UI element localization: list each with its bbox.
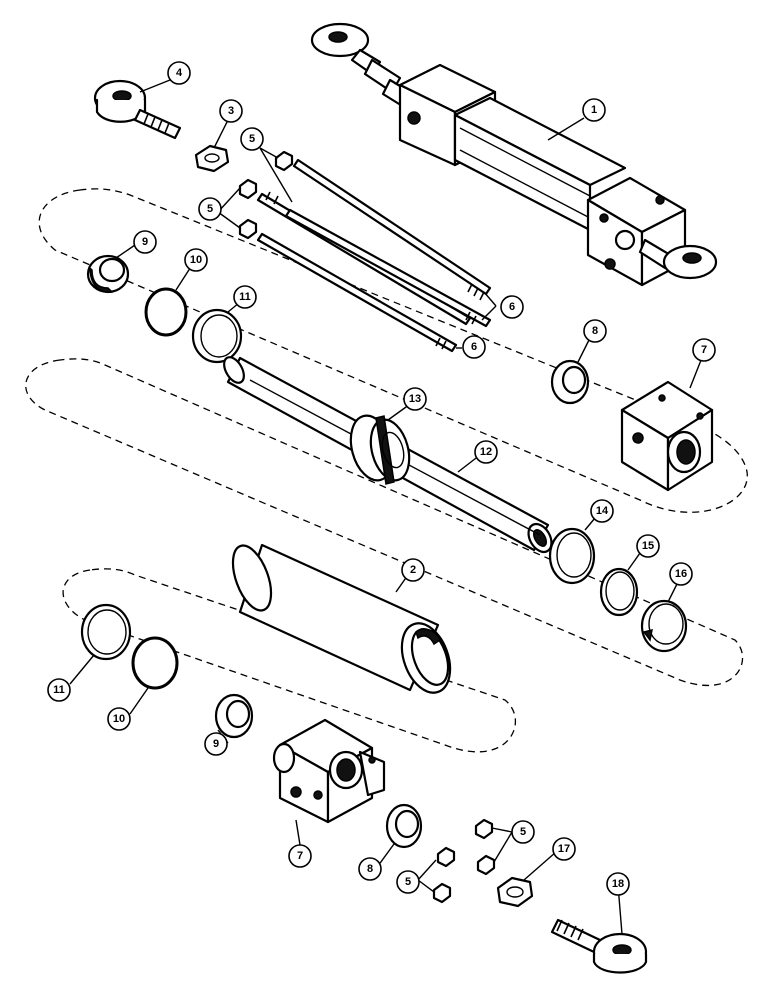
backup-ring-top bbox=[191, 308, 243, 364]
cylinder-assembly bbox=[310, 22, 718, 287]
callout-2: 2 bbox=[401, 558, 425, 582]
svg-text:8: 8 bbox=[592, 325, 598, 337]
o-ring-top bbox=[144, 287, 188, 337]
cylinder-barrel bbox=[231, 543, 452, 694]
callout-5-top-b: 5 bbox=[198, 197, 222, 221]
callout-1: 1 bbox=[582, 98, 606, 122]
svg-text:12: 12 bbox=[480, 446, 492, 458]
svg-text:4: 4 bbox=[176, 67, 183, 79]
rod-end-eye-top bbox=[93, 79, 182, 140]
wiper-seal-lower bbox=[385, 803, 423, 849]
callout-11-upper: 11 bbox=[233, 285, 257, 309]
svg-text:18: 18 bbox=[612, 878, 624, 890]
svg-text:5: 5 bbox=[249, 133, 255, 145]
head-block-upper bbox=[620, 380, 714, 492]
svg-text:5: 5 bbox=[520, 826, 526, 838]
svg-text:7: 7 bbox=[297, 850, 303, 862]
callout-8-lower: 8 bbox=[358, 857, 382, 881]
wear-ring bbox=[640, 599, 688, 653]
callout-7-upper: 7 bbox=[692, 338, 716, 362]
callout-11-lower: 11 bbox=[47, 678, 71, 702]
piston-seal bbox=[548, 527, 596, 585]
callout-4: 4 bbox=[167, 61, 191, 85]
svg-text:6: 6 bbox=[509, 301, 515, 313]
callout-9-upper: 9 bbox=[133, 230, 157, 254]
head-block-lower bbox=[272, 718, 386, 824]
callout-10-lower: 10 bbox=[107, 707, 131, 731]
callout-15: 15 bbox=[636, 534, 660, 558]
svg-text:2: 2 bbox=[410, 564, 416, 576]
svg-text:6: 6 bbox=[471, 341, 477, 353]
tie-rod-nuts-lower bbox=[432, 818, 496, 904]
svg-text:9: 9 bbox=[213, 738, 219, 750]
callout-9-lower: 9 bbox=[204, 732, 228, 756]
callout-17: 17 bbox=[552, 837, 576, 861]
callout-6-b: 6 bbox=[462, 335, 486, 359]
svg-text:10: 10 bbox=[190, 254, 202, 266]
piston-o-ring bbox=[599, 567, 639, 617]
tie-rods bbox=[256, 158, 492, 353]
callout-12: 12 bbox=[474, 440, 498, 464]
rod-end-eye-bottom bbox=[550, 918, 648, 974]
svg-text:1: 1 bbox=[591, 104, 597, 116]
svg-text:5: 5 bbox=[207, 203, 213, 215]
piston bbox=[349, 414, 411, 485]
svg-text:8: 8 bbox=[367, 863, 373, 875]
bushing-top bbox=[86, 254, 130, 294]
callout-6-a: 6 bbox=[500, 295, 524, 319]
svg-text:10: 10 bbox=[113, 713, 125, 725]
svg-text:16: 16 bbox=[675, 568, 687, 580]
callout-5-top-a: 5 bbox=[240, 127, 264, 151]
callout-7-lower: 7 bbox=[288, 844, 312, 868]
tie-rod-nuts-top bbox=[238, 150, 294, 240]
callout-3: 3 bbox=[219, 99, 243, 123]
svg-text:11: 11 bbox=[53, 684, 65, 696]
jam-nut-top bbox=[194, 144, 230, 173]
callout-16: 16 bbox=[669, 562, 693, 586]
svg-text:15: 15 bbox=[642, 540, 654, 552]
bushing-lower bbox=[214, 693, 254, 739]
callout-13: 13 bbox=[403, 387, 427, 411]
svg-text:5: 5 bbox=[405, 876, 411, 888]
dashed-group-outline-upper bbox=[38, 188, 748, 513]
dashed-group-outline-lower bbox=[62, 568, 516, 753]
svg-text:7: 7 bbox=[701, 344, 707, 356]
callout-10-upper: 10 bbox=[184, 248, 208, 272]
wiper-seal-top bbox=[550, 359, 590, 405]
callout-18: 18 bbox=[606, 872, 630, 896]
svg-text:3: 3 bbox=[228, 105, 234, 117]
svg-text:14: 14 bbox=[596, 505, 609, 517]
jam-nut-lower bbox=[496, 876, 534, 908]
callout-14: 14 bbox=[590, 499, 614, 523]
svg-text:17: 17 bbox=[558, 843, 570, 855]
svg-text:13: 13 bbox=[409, 393, 421, 405]
dashed-group-outline-middle bbox=[25, 358, 744, 687]
callout-5-lower-b: 5 bbox=[396, 870, 420, 894]
svg-text:11: 11 bbox=[239, 291, 251, 303]
o-ring-lower bbox=[131, 636, 179, 690]
callout-5-lower-a: 5 bbox=[511, 820, 535, 844]
backup-ring-lower bbox=[80, 603, 132, 661]
svg-text:9: 9 bbox=[142, 236, 148, 248]
callout-8-upper: 8 bbox=[583, 319, 607, 343]
